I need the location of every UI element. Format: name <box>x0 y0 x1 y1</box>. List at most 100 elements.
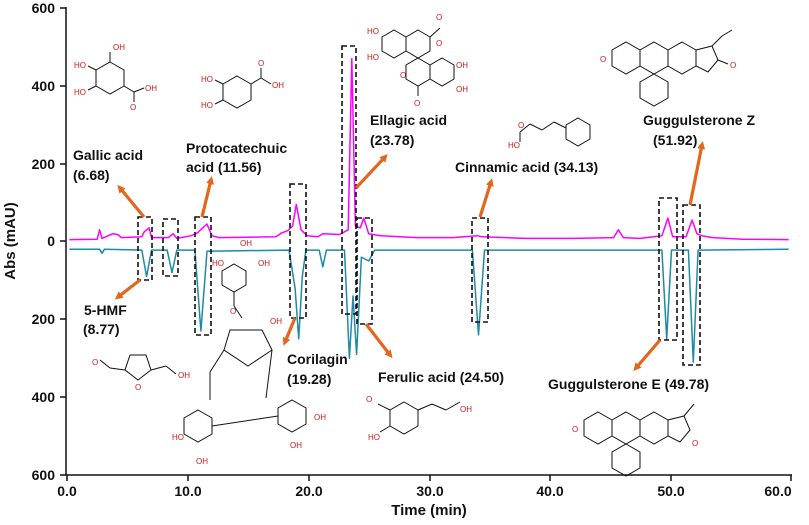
atom-label: O <box>572 425 578 434</box>
series-line-1 <box>69 57 789 241</box>
arrow-corilagin <box>282 317 297 346</box>
peak-boxes <box>137 45 701 366</box>
structure-guggulsterone-e: O O <box>572 403 698 477</box>
y-tick-label: 400 <box>32 389 56 405</box>
peak-box-gallic <box>137 216 153 281</box>
atom-label: OH <box>258 259 270 268</box>
y-ticks: 600 400 200 0 200 400 600 <box>32 0 66 483</box>
atom-label: OH <box>178 371 190 380</box>
atom-label: OH <box>145 84 157 93</box>
atom-label: OH <box>240 239 252 248</box>
peak-box-ellagic <box>341 45 357 315</box>
atom-label: OH <box>196 457 208 466</box>
arrow-protocatechuic <box>200 176 214 218</box>
y-tick-label: 200 <box>32 156 56 172</box>
arrow-ellagic <box>354 154 388 190</box>
label-protocatechuic-acid-time: acid (11.56) <box>186 159 262 175</box>
atom-label: OH <box>456 85 468 94</box>
atom-label: HO <box>368 433 380 442</box>
atom-label: HO <box>508 141 520 150</box>
atom-label: O <box>600 55 606 64</box>
atom-label: O <box>414 99 420 108</box>
label-5hmf: 5-HMF <box>84 302 127 318</box>
atom-label: HO <box>172 433 184 442</box>
series-layer <box>69 57 789 363</box>
label-5hmf-time: (8.77) <box>83 321 120 337</box>
label-ellagic-acid-time: (23.78) <box>370 132 414 148</box>
structure-5hmf: O O OH <box>92 354 190 392</box>
x-tick-label: 0.0 <box>57 483 77 499</box>
atom-label: OH <box>290 441 302 450</box>
atom-label: HO <box>201 101 213 110</box>
annotation-arrows <box>114 141 706 372</box>
atom-label: OH <box>113 43 125 52</box>
atom-label: OH <box>456 61 468 70</box>
peak-box-guggulsterone-e <box>658 197 678 341</box>
atom-label: OH <box>270 317 282 326</box>
atom-label: O <box>92 358 98 367</box>
atom-label: O <box>436 13 442 22</box>
atom-label: O <box>230 307 236 316</box>
structure-gallic-acid: OH HO HO O OH <box>74 43 157 112</box>
arrow-gallic <box>117 184 146 219</box>
arrow-cinnamic <box>478 178 494 218</box>
label-guggulsterone-e: Guggulsterone E (49.78) <box>548 376 709 392</box>
y-tick-label: 600 <box>32 467 56 483</box>
y-axis-title: Abs (mAU) <box>2 202 19 280</box>
series-line-2 <box>69 248 789 363</box>
structure-cinnamic-acid: O HO <box>508 117 591 150</box>
atom-label: HO <box>74 61 86 70</box>
atom-label: HO <box>367 27 379 36</box>
atom-label: HO <box>201 75 213 84</box>
label-guggulsterone-z-time: (51.92) <box>653 132 697 148</box>
peak-box-guggulsterone-z <box>682 204 701 366</box>
atom-label: O <box>130 103 136 112</box>
label-corilagin: Corilagin <box>287 351 348 367</box>
y-tick-label: 0 <box>47 233 55 249</box>
atom-label: O <box>436 39 442 48</box>
x-tick-label: 10.0 <box>174 483 201 499</box>
atom-label: O <box>135 383 141 392</box>
x-ticks: 0.0 10.0 20.0 30.0 40.0 50.0 60.0 <box>57 475 792 499</box>
structure-ferulic-acid: O HO OH <box>366 395 472 442</box>
peak-box-5hmf <box>162 218 179 277</box>
arrow-guggulsterone-e <box>633 338 662 372</box>
x-tick-label: 60.0 <box>764 483 791 499</box>
atom-label: O <box>518 121 524 130</box>
x-tick-label: 50.0 <box>657 483 684 499</box>
structure-ellagic-acid: HO HO O O OH OH O O <box>367 13 468 108</box>
arrow-guggulsterone-z <box>688 141 706 206</box>
label-gallic-acid-time: (6.68) <box>73 167 110 183</box>
y-tick-label: 600 <box>32 0 56 16</box>
structure-corilagin: HO OH OH O OH HO OH OH OH <box>172 239 326 466</box>
arrow-5hmf <box>114 278 141 300</box>
label-gallic-acid: Gallic acid <box>73 147 143 163</box>
atom-label: OH <box>272 81 284 90</box>
annotation-labels: Gallic acid (6.68) Protocatechuic acid (… <box>73 112 755 392</box>
atom-label: O <box>400 71 406 80</box>
atom-label: HO <box>367 53 379 62</box>
atom-label: O <box>730 61 736 70</box>
peak-box-ferulic <box>356 217 373 325</box>
atom-label: O <box>692 439 698 448</box>
label-protocatechuic-acid: Protocatechuic <box>186 140 287 156</box>
atom-label: OH <box>460 405 472 414</box>
label-corilagin-time: (19.28) <box>287 371 331 387</box>
atom-label: HO <box>212 259 224 268</box>
label-cinnamic-acid: Cinnamic acid (34.13) <box>455 159 598 175</box>
structure-protocatechuic-acid: O OH HO HO <box>201 59 284 110</box>
peak-box-cinnamic <box>471 217 489 323</box>
x-tick-label: 40.0 <box>536 483 563 499</box>
peak-box-corilagin <box>289 183 307 319</box>
label-ferulic-acid: Ferulic acid (24.50) <box>378 369 504 385</box>
atom-label: OH <box>314 413 326 422</box>
x-tick-label: 30.0 <box>416 483 443 499</box>
x-tick-label: 20.0 <box>295 483 322 499</box>
x-axis-title: Time (min) <box>391 502 467 519</box>
y-tick-label: 400 <box>32 78 56 94</box>
structure-guggulsterone-z: O O <box>600 29 736 107</box>
label-ellagic-acid: Ellagic acid <box>370 112 447 128</box>
arrow-ferulic <box>364 323 393 359</box>
y-tick-label: 200 <box>32 311 56 327</box>
